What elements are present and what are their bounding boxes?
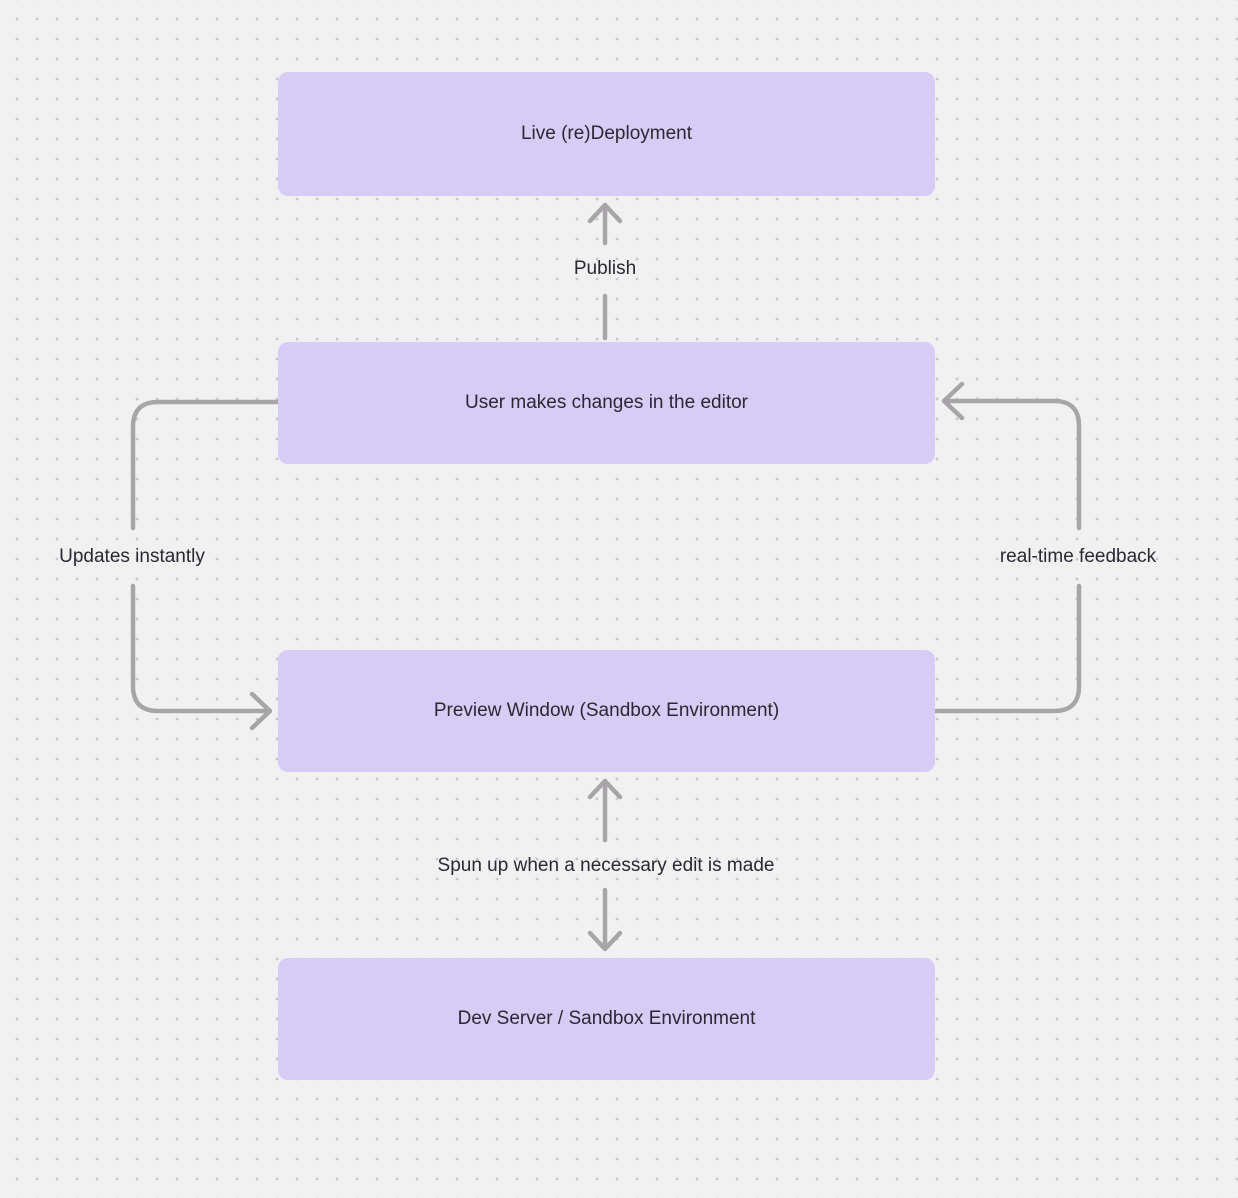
edge-label-updates-instantly: Updates instantly	[59, 546, 205, 567]
node-user-editor: User makes changes in the editor	[278, 342, 935, 464]
edge-publish	[587, 202, 623, 341]
node-dev-server: Dev Server / Sandbox Environment	[278, 958, 935, 1080]
node-preview-window-label: Preview Window (Sandbox Environment)	[433, 699, 780, 721]
edge-updates-instantly	[130, 399, 281, 731]
node-dev-server-label: Dev Server / Sandbox Environment	[457, 1007, 756, 1029]
edge-real-time-feedback	[931, 381, 1082, 714]
edge-label-publish: Publish	[573, 258, 637, 279]
node-live-redeployment: Live (re)Deployment	[278, 72, 935, 196]
edge-spun-up	[587, 778, 623, 952]
edge-label-spun-up: Spun up when a necessary edit is made	[437, 855, 775, 876]
node-live-redeployment-label: Live (re)Deployment	[520, 122, 693, 144]
edge-label-real-time-feedback: real-time feedback	[999, 546, 1157, 567]
node-preview-window: Preview Window (Sandbox Environment)	[278, 650, 935, 772]
node-user-editor-label: User makes changes in the editor	[464, 391, 749, 413]
